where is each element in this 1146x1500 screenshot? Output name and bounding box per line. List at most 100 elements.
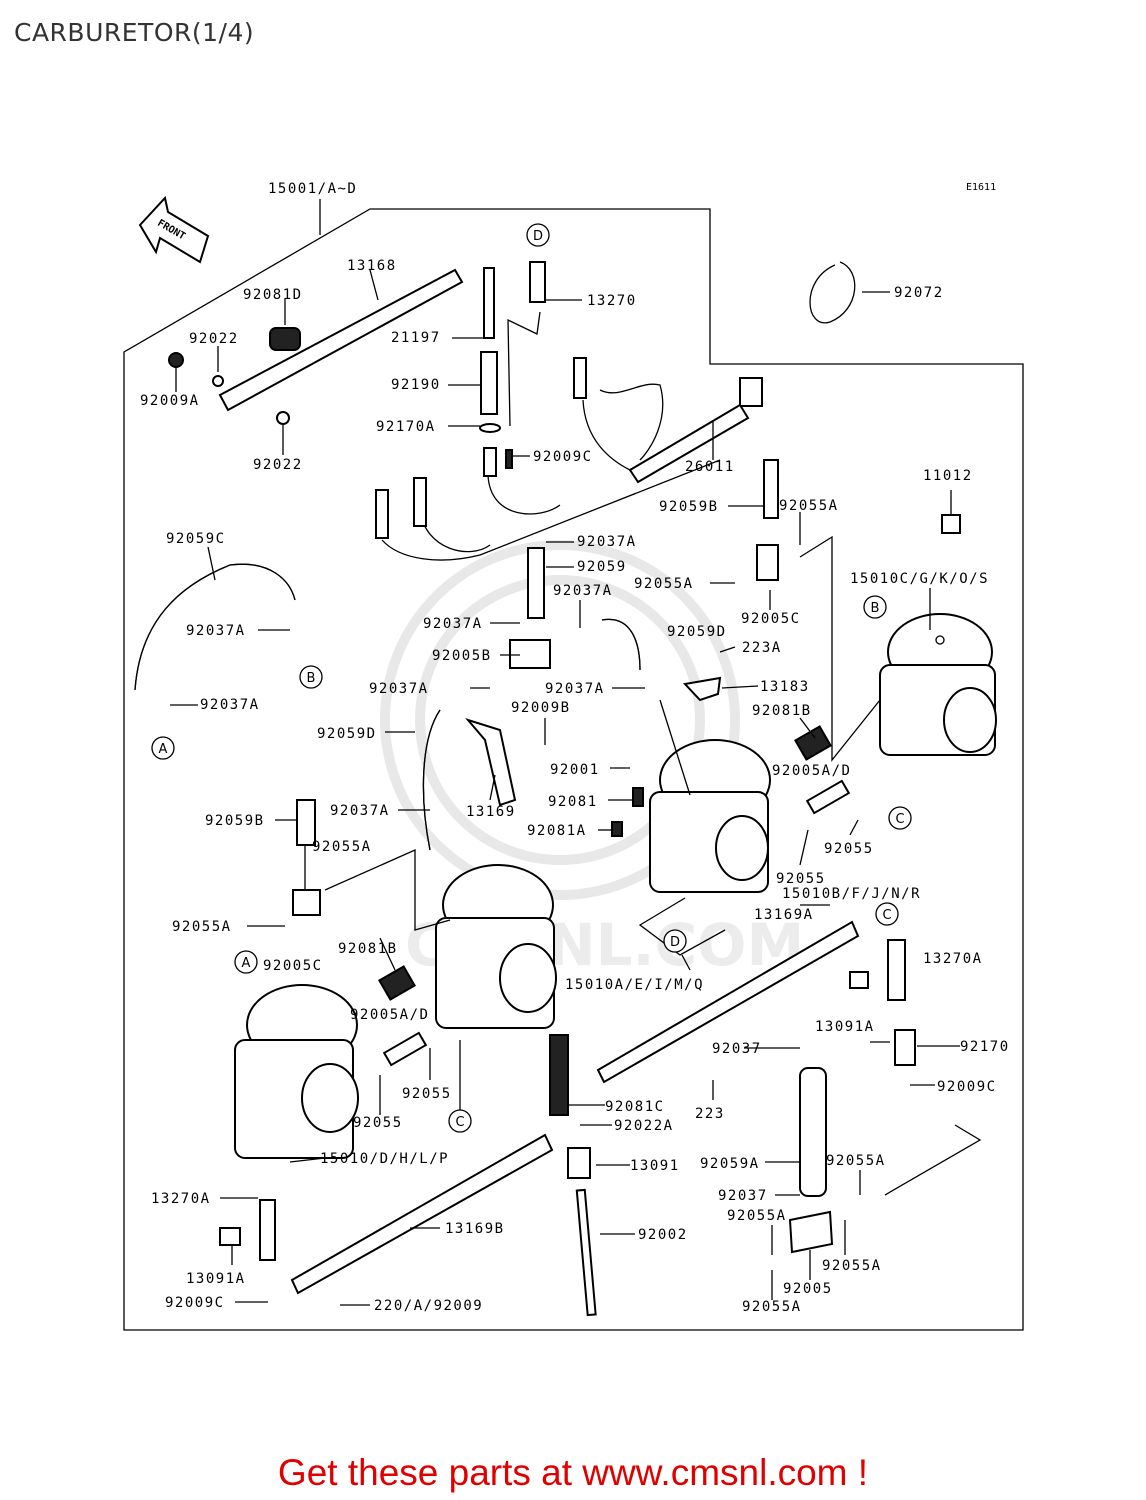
carburetor-15010b bbox=[649, 739, 771, 893]
label-15010d: 15010/D/H/L/P bbox=[320, 1151, 449, 1167]
label-92055-lower: 92055 bbox=[402, 1086, 452, 1102]
brackets bbox=[219, 676, 916, 1261]
rail-13168 bbox=[168, 268, 464, 425]
ref-d-top: D bbox=[533, 229, 543, 244]
label-92055-right: 92055 bbox=[824, 841, 874, 857]
label-92022a: 92022A bbox=[614, 1118, 674, 1134]
label-92059b-left: 92059B bbox=[205, 813, 265, 829]
label-15010a: 15010A/E/I/M/Q bbox=[565, 977, 704, 993]
harness-26011 bbox=[375, 357, 763, 561]
label-92059c: 92059C bbox=[166, 531, 226, 547]
ref-b-left: B bbox=[307, 671, 316, 686]
cta-link[interactable]: Get these parts at www.cmsnl.com ! bbox=[277, 1452, 869, 1493]
label-92055a-4: 92055A bbox=[172, 919, 232, 935]
label-92009c-left: 92009C bbox=[165, 1295, 225, 1311]
label-92037a-2: 92037A bbox=[553, 583, 613, 599]
label-92059b-top: 92059B bbox=[659, 499, 719, 515]
ref-c-right: C bbox=[895, 812, 904, 827]
part-labels: 15001/A~D 13168 92081D 92022 92009A 9202… bbox=[140, 181, 1010, 1315]
clip-13270 bbox=[529, 261, 546, 303]
springs bbox=[378, 725, 832, 1116]
label-92001: 92001 bbox=[550, 762, 600, 778]
label-92081a: 92081A bbox=[527, 823, 587, 839]
label-92037a-3: 92037A bbox=[186, 623, 246, 639]
label-92055a-top: 92055A bbox=[779, 498, 839, 514]
label-92002: 92002 bbox=[638, 1227, 688, 1243]
washer-92022-bottom bbox=[276, 411, 290, 425]
label-92055a-5: 92055A bbox=[826, 1153, 886, 1169]
linkage-13169a bbox=[596, 920, 860, 1084]
carburetor-15010 bbox=[234, 984, 359, 1159]
ref-c-far-right: C bbox=[882, 908, 891, 923]
label-92170a: 92170A bbox=[376, 419, 436, 435]
label-13169: 13169 bbox=[466, 804, 516, 820]
label-92072: 92072 bbox=[894, 285, 944, 301]
spring-92081d bbox=[269, 327, 301, 351]
label-92005c-top: 92005C bbox=[741, 611, 801, 627]
label-13169a: 13169A bbox=[754, 907, 814, 923]
label-13270: 13270 bbox=[587, 293, 637, 309]
label-15001: 15001/A~D bbox=[268, 181, 357, 197]
ref-c-lower: C bbox=[455, 1115, 464, 1130]
label-92081b-top: 92081B bbox=[752, 703, 812, 719]
label-92059: 92059 bbox=[577, 559, 627, 575]
label-92055a-3: 92055A bbox=[312, 839, 372, 855]
label-92059a: 92059A bbox=[700, 1156, 760, 1172]
label-15010c: 15010C/G/K/O/S bbox=[850, 571, 989, 587]
linkage-13169b bbox=[290, 1133, 554, 1295]
label-92037a-1: 92037A bbox=[577, 534, 637, 550]
label-92009c-right: 92009C bbox=[937, 1079, 997, 1095]
label-92005b: 92005B bbox=[432, 648, 492, 664]
label-26011: 26011 bbox=[685, 459, 735, 475]
label-92081d: 92081D bbox=[243, 287, 303, 303]
label-92037a-7: 92037A bbox=[545, 681, 605, 697]
label-13169b: 13169B bbox=[445, 1221, 505, 1237]
label-92059d-left: 92059D bbox=[317, 726, 377, 742]
cable-tie-92072 bbox=[809, 261, 856, 324]
tubes bbox=[292, 459, 834, 1254]
label-92081b-left: 92081B bbox=[338, 941, 398, 957]
assembly-frame bbox=[123, 208, 1024, 1331]
label-223: 223 bbox=[695, 1106, 725, 1122]
label-92037-lower: 92037 bbox=[718, 1188, 768, 1204]
label-92005ad-top: 92005A/D bbox=[772, 763, 851, 779]
label-92005ad-left: 92005A/D bbox=[350, 1007, 429, 1023]
label-21197: 21197 bbox=[391, 330, 441, 346]
ref-a-left: A bbox=[159, 742, 168, 757]
label-13091a-right: 13091A bbox=[815, 1019, 875, 1035]
label-92170: 92170 bbox=[960, 1039, 1010, 1055]
label-92009a: 92009A bbox=[140, 393, 200, 409]
cap-11012 bbox=[941, 514, 961, 534]
label-92005: 92005 bbox=[783, 1281, 833, 1297]
carburetor-15010c bbox=[879, 613, 997, 756]
screw-92009a bbox=[168, 352, 184, 368]
leader-lines bbox=[170, 269, 982, 1306]
label-92005c-left: 92005C bbox=[263, 958, 323, 974]
front-arrow-icon: FRONT bbox=[138, 195, 210, 264]
label-92009b: 92009B bbox=[511, 700, 571, 716]
connecting-pipes bbox=[382, 779, 851, 1067]
reference-markers: D B A B C D C A C bbox=[151, 223, 912, 1133]
label-15010b: 15010B/F/J/N/R bbox=[782, 886, 921, 902]
label-92055a-8: 92055A bbox=[742, 1299, 802, 1315]
label-11012: 11012 bbox=[923, 468, 973, 484]
page-title: CARBURETOR(1/4) bbox=[14, 18, 255, 47]
ref-a-lower: A bbox=[242, 956, 251, 971]
carburetor-15010a bbox=[435, 864, 557, 1029]
label-13270a-left: 13270A bbox=[151, 1191, 211, 1207]
label-92055a-2: 92055A bbox=[634, 576, 694, 592]
label-92081c: 92081C bbox=[605, 1099, 665, 1115]
diagram-code: E1611 bbox=[966, 182, 996, 193]
label-13183: 13183 bbox=[760, 679, 810, 695]
label-13091: 13091 bbox=[630, 1158, 680, 1174]
label-92190: 92190 bbox=[391, 377, 441, 393]
label-92059d-top: 92059D bbox=[667, 624, 727, 640]
label-92037a-6: 92037A bbox=[369, 681, 429, 697]
label-92055-left: 92055 bbox=[353, 1115, 403, 1131]
ref-b-right: B bbox=[871, 601, 880, 616]
label-92022-top: 92022 bbox=[189, 331, 239, 347]
label-92037-right: 92037 bbox=[712, 1041, 762, 1057]
label-92037a-4: 92037A bbox=[200, 697, 260, 713]
label-13168: 13168 bbox=[347, 258, 397, 274]
